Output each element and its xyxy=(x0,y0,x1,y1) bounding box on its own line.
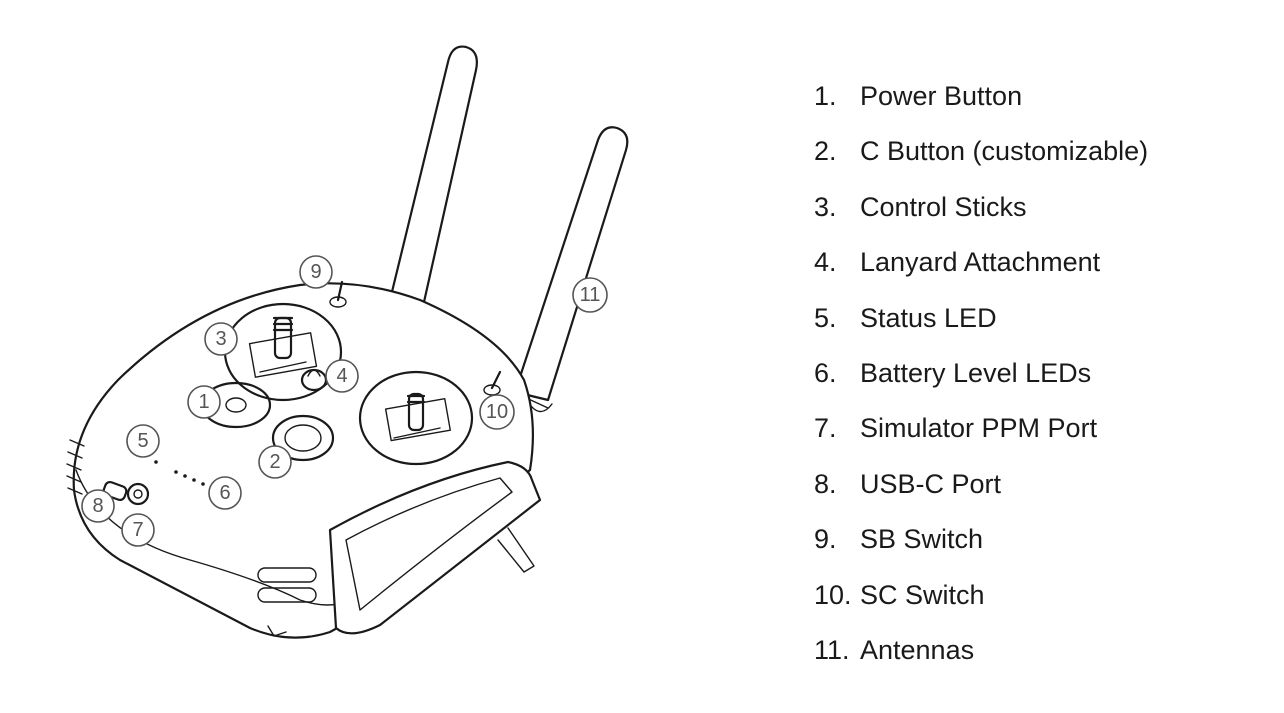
legend-label: Antennas xyxy=(860,634,975,665)
legend-label: SC Switch xyxy=(860,579,985,610)
legend-number: 8. xyxy=(814,468,837,499)
legend-item: 5. Status LED xyxy=(814,298,1148,353)
svg-text:6: 6 xyxy=(219,482,230,504)
legend-item: 10. SC Switch xyxy=(814,575,1148,630)
legend-item: 2. C Button (customizable) xyxy=(814,131,1148,186)
callout-1: 1 xyxy=(187,385,221,419)
legend-number: 10. xyxy=(814,579,852,610)
svg-text:4: 4 xyxy=(336,365,347,387)
legend-label: Power Button xyxy=(860,81,1023,111)
legend-number: 11. xyxy=(814,634,850,665)
legend-item: 8. USB-C Port xyxy=(814,464,1148,519)
legend-number: 6. xyxy=(814,357,837,388)
svg-text:5: 5 xyxy=(137,430,148,452)
legend-number: 9. xyxy=(814,524,837,555)
legend-item: 1. Power Button xyxy=(814,76,1148,131)
right-control-stick xyxy=(358,370,474,466)
simulator-ppm-port xyxy=(126,482,150,506)
svg-text:7: 7 xyxy=(132,519,143,541)
legend-label: SB Switch xyxy=(860,524,984,555)
svg-text:1: 1 xyxy=(198,391,209,413)
legend-label: Battery Level LEDs xyxy=(860,357,1092,388)
c-button xyxy=(271,414,335,462)
usb-c-port xyxy=(102,480,128,502)
legend-label: Simulator PPM Port xyxy=(860,413,1098,444)
callout-6: 6 xyxy=(208,476,242,510)
antenna-right xyxy=(513,126,629,413)
legend-number: 4. xyxy=(814,247,837,278)
callout-4: 4 xyxy=(325,359,359,393)
legend-item: 4. Lanyard Attachment xyxy=(814,242,1148,297)
svg-text:11: 11 xyxy=(580,284,601,306)
antenna-left xyxy=(388,45,478,304)
legend-number: 2. xyxy=(814,136,837,167)
legend-label: Status LED xyxy=(860,302,997,333)
sb-switch xyxy=(329,280,347,308)
callout-8: 8 xyxy=(81,489,115,523)
legend-number: 7. xyxy=(814,413,837,444)
callout-10: 10 xyxy=(479,394,515,430)
legend-label: C Button (customizable) xyxy=(860,136,1149,167)
controller-illustration: 1 2 3 4 5 6 7 8 9 10 11 xyxy=(66,45,629,639)
legend-label: Lanyard Attachment xyxy=(860,247,1101,278)
svg-text:8: 8 xyxy=(92,495,103,517)
legend-label: Control Sticks xyxy=(860,191,1027,222)
callout-5: 5 xyxy=(126,424,160,458)
legend-item: 11. Antennas xyxy=(814,630,1148,685)
battery-level-leds-2 xyxy=(183,474,187,478)
battery-level-leds-4 xyxy=(201,482,205,486)
callout-3: 3 xyxy=(204,322,238,356)
legend-number: 3. xyxy=(814,191,837,222)
status-led xyxy=(154,460,158,464)
legend-item: 6. Battery Level LEDs xyxy=(814,353,1148,408)
legend-number: 1. xyxy=(814,81,837,111)
parts-legend: 1. Power Button 2. C Button (customizable)… xyxy=(814,76,1148,685)
svg-text:9: 9 xyxy=(310,261,321,283)
battery-level-leds-3 xyxy=(192,478,196,482)
legend-item: 3. Control Sticks xyxy=(814,187,1148,242)
callout-2: 2 xyxy=(258,445,292,479)
battery-level-leds xyxy=(174,470,178,474)
remote-controller-diagram: 1 2 3 4 5 6 7 8 9 10 11 xyxy=(66,45,629,639)
legend-item: 7. Simulator PPM Port xyxy=(814,408,1148,463)
svg-text:10: 10 xyxy=(486,401,508,423)
callout-9: 9 xyxy=(299,255,333,289)
legend-number: 5. xyxy=(814,302,837,333)
svg-text:3: 3 xyxy=(215,328,226,350)
legend-label: USB-C Port xyxy=(860,468,1002,499)
legend-item: 9. SB Switch xyxy=(814,519,1148,574)
svg-text:2: 2 xyxy=(269,451,280,473)
callout-11: 11 xyxy=(572,277,608,313)
callout-7: 7 xyxy=(121,513,155,547)
